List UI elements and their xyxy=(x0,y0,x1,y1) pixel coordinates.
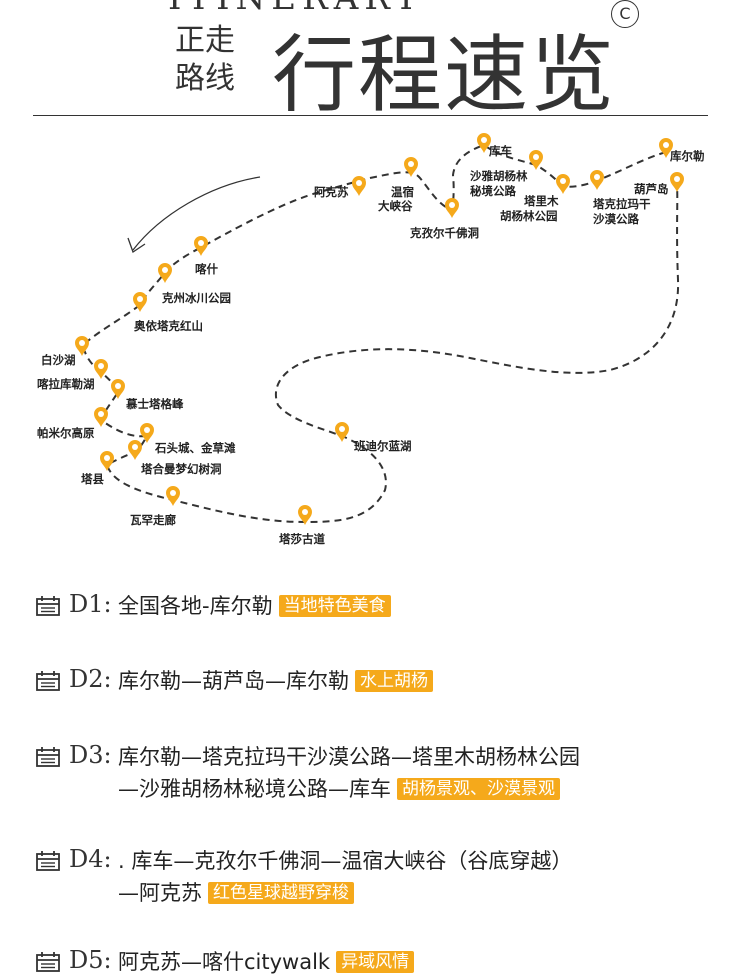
english-title: ITINERARY xyxy=(168,0,423,18)
day-route: 全国各地-库尔勒当地特色美食 xyxy=(118,590,391,622)
route-text: 库尔勒—葫芦岛—库尔勒 xyxy=(118,669,349,693)
pin-tarim xyxy=(556,174,570,194)
route-path xyxy=(81,143,680,524)
calendar-icon xyxy=(36,596,60,616)
day-route: 库尔勒—葫芦岛—库尔勒水上胡杨 xyxy=(118,665,433,697)
sub-title-line1: 正走 xyxy=(175,23,235,58)
highlight-tag: 红色星球越野穿梭 xyxy=(208,882,354,904)
sub-title: 正走 路线 xyxy=(175,22,255,98)
pin-tahe xyxy=(128,440,142,460)
header: ITINERARY 正走 路线 行程速览 C xyxy=(0,0,740,124)
route-text: . 库车—克孜尔千佛洞—温宿大峡谷（谷底穿越） xyxy=(118,849,573,873)
label-shaya-2: 秘境公路 xyxy=(470,184,516,198)
label-shaya-1: 沙雅胡杨林 xyxy=(470,169,528,183)
title-divider xyxy=(33,115,708,116)
calendar-icon xyxy=(36,851,60,871)
route-text: 阿克苏—喀什citywalk xyxy=(118,950,331,974)
label-pamir: 帕米尔高原 xyxy=(37,426,95,440)
day-route-continued: —沙雅胡杨林秘境公路—库车胡杨景观、沙漠景观 xyxy=(118,773,560,805)
pin-wakhan xyxy=(166,486,180,506)
label-kezhou: 克州冰川公园 xyxy=(161,291,231,305)
highlight-tag: 水上胡杨 xyxy=(355,670,433,692)
pin-stone-city xyxy=(140,423,154,443)
day-label: D1: xyxy=(69,590,112,618)
label-bandier: 班迪尔蓝湖 xyxy=(354,439,412,453)
label-kizil: 克孜尔千佛洞 xyxy=(409,226,479,240)
label-tahe: 塔合曼梦幻树洞 xyxy=(141,462,222,476)
day-route: 库尔勒—塔克拉玛干沙漠公路—塔里木胡杨林公园 xyxy=(118,741,580,773)
calendar-icon xyxy=(36,747,60,767)
pin-kashi xyxy=(194,236,208,256)
label-akesu: 阿克苏 xyxy=(314,185,349,199)
route-text: 全国各地-库尔勒 xyxy=(118,594,273,618)
day-route: . 库车—克孜尔千佛洞—温宿大峡谷（谷底穿越） xyxy=(118,845,572,877)
day-label: D5: xyxy=(69,946,112,974)
pin-muztagh xyxy=(111,379,125,399)
label-wakhan: 瓦罕走廊 xyxy=(130,513,176,527)
label-muztagh: 慕士塔格峰 xyxy=(125,397,184,411)
label-takelamagan-1: 塔克拉玛干 xyxy=(593,197,651,211)
pin-hulu-island xyxy=(670,172,684,192)
label-kalakuli: 喀拉库勒湖 xyxy=(37,377,95,391)
arrow-head xyxy=(127,237,146,254)
day-label: D2: xyxy=(69,665,112,693)
pin-akesu xyxy=(352,176,366,196)
highlight-tag: 异域风情 xyxy=(336,951,415,973)
highlight-tag: 当地特色美食 xyxy=(278,595,391,617)
calendar-icon xyxy=(36,952,60,972)
label-takelamagan-2: 沙漠公路 xyxy=(593,212,639,226)
pin-kizil xyxy=(445,198,459,218)
calendar-icon xyxy=(36,671,60,691)
copyright-icon: C xyxy=(611,0,639,28)
pin-bandier xyxy=(335,422,349,442)
day-label: D3: xyxy=(69,741,112,769)
label-wensu-1: 温宿 xyxy=(391,185,414,199)
day-route-continued: —阿克苏红色星球越野穿梭 xyxy=(118,877,354,909)
pin-baisha xyxy=(75,336,89,356)
label-baisha: 白沙湖 xyxy=(41,353,76,367)
label-tasha: 塔莎古道 xyxy=(279,532,325,546)
pin-takelamagan xyxy=(590,170,604,190)
route-text: —阿克苏 xyxy=(118,881,202,905)
label-kuche: 库车 xyxy=(489,144,512,158)
route-text: 库尔勒—塔克拉玛干沙漠公路—塔里木胡杨林公园 xyxy=(118,745,580,769)
day-label: D4: xyxy=(69,845,112,873)
label-hulu-island: 葫芦岛 xyxy=(634,182,669,196)
highlight-tag: 胡杨景观、沙漠景观 xyxy=(397,778,560,800)
label-wensu-2: 大峡谷 xyxy=(378,199,413,213)
pin-wensu xyxy=(404,157,418,177)
direction-arrow xyxy=(132,176,261,251)
label-taxian: 塔县 xyxy=(81,472,104,486)
label-stone-city: 石头城、金草滩 xyxy=(154,441,236,455)
page-title: 行程速览 xyxy=(272,26,617,124)
route-text: —沙雅胡杨林秘境公路—库车 xyxy=(118,777,391,801)
label-tarim-1: 塔里木 xyxy=(524,194,559,208)
label-tarim-2: 胡杨林公园 xyxy=(500,209,558,223)
label-aoyi: 奥依塔克红山 xyxy=(133,319,203,333)
label-kuerle: 库尔勒 xyxy=(670,149,705,163)
pin-taxian xyxy=(100,451,114,471)
label-kashi: 喀什 xyxy=(195,262,218,276)
route-map: 库尔勒 葫芦岛 塔克拉玛干 沙漠公路 塔里木 胡杨林公园 沙雅胡杨林 秘境公路 … xyxy=(37,133,705,546)
sub-title-line2: 路线 xyxy=(175,61,235,96)
